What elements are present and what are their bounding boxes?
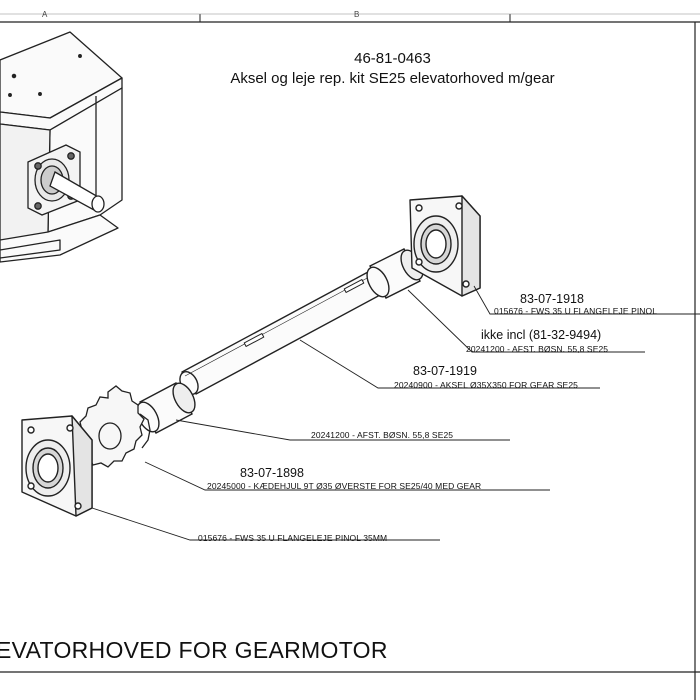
sprocket (77, 385, 151, 468)
drawing-footer-title: EVATORHOVED FOR GEARMOTOR (0, 637, 388, 663)
desc-sprocket: 20245000 - KÆDEHJUL 9T Ø35 ØVERSTE FOR S… (207, 481, 482, 491)
leader-spacer-bottom (175, 419, 510, 441)
part-no-spacer-top: ikke incl (81-32-9494) (481, 328, 602, 342)
shaft (179, 271, 383, 395)
part-no-flange-bearing-top: 83-07-1918 (520, 292, 584, 306)
leader-flange-bearing-top (473, 285, 700, 315)
desc-spacer-top: 20241200 - AFST. BØSN. 55,8 SE25 (466, 344, 609, 354)
frame-column-b: B (354, 10, 360, 19)
part-no-sprocket: 83-07-1898 (240, 466, 304, 480)
desc-flange-bearing-top: 015676 - FWS 35 U FLANGELEJE PINOL (494, 306, 658, 316)
leader-lines (91, 285, 700, 541)
leader-sprocket (144, 461, 550, 491)
leader-flange-bearing-bottom (91, 507, 440, 541)
flange-bearing-bottom (21, 415, 93, 517)
frame-column-a: A (42, 10, 48, 19)
gearbox-output-shaft (49, 171, 105, 213)
leader-spacer-top (407, 289, 645, 353)
part-no-shaft: 83-07-1919 (413, 364, 477, 378)
desc-spacer-bottom: 20241200 - AFST. BØSN. 55,8 SE25 (311, 430, 454, 440)
flange-bearing-top (409, 195, 481, 297)
leader-shaft (299, 339, 600, 389)
kit-title: Aksel og leje rep. kit SE25 elevatorhove… (230, 70, 555, 87)
kit-number: 46-81-0463 (354, 50, 431, 67)
desc-flange-bearing-bottom: 015676 - FWS 35 U FLANGELEJE PINOL 35MM (198, 533, 388, 543)
drawing-frame (0, 13, 700, 700)
desc-shaft: 20240900 - AKSEL Ø35X350 FOR GEAR SE25 (394, 380, 578, 390)
